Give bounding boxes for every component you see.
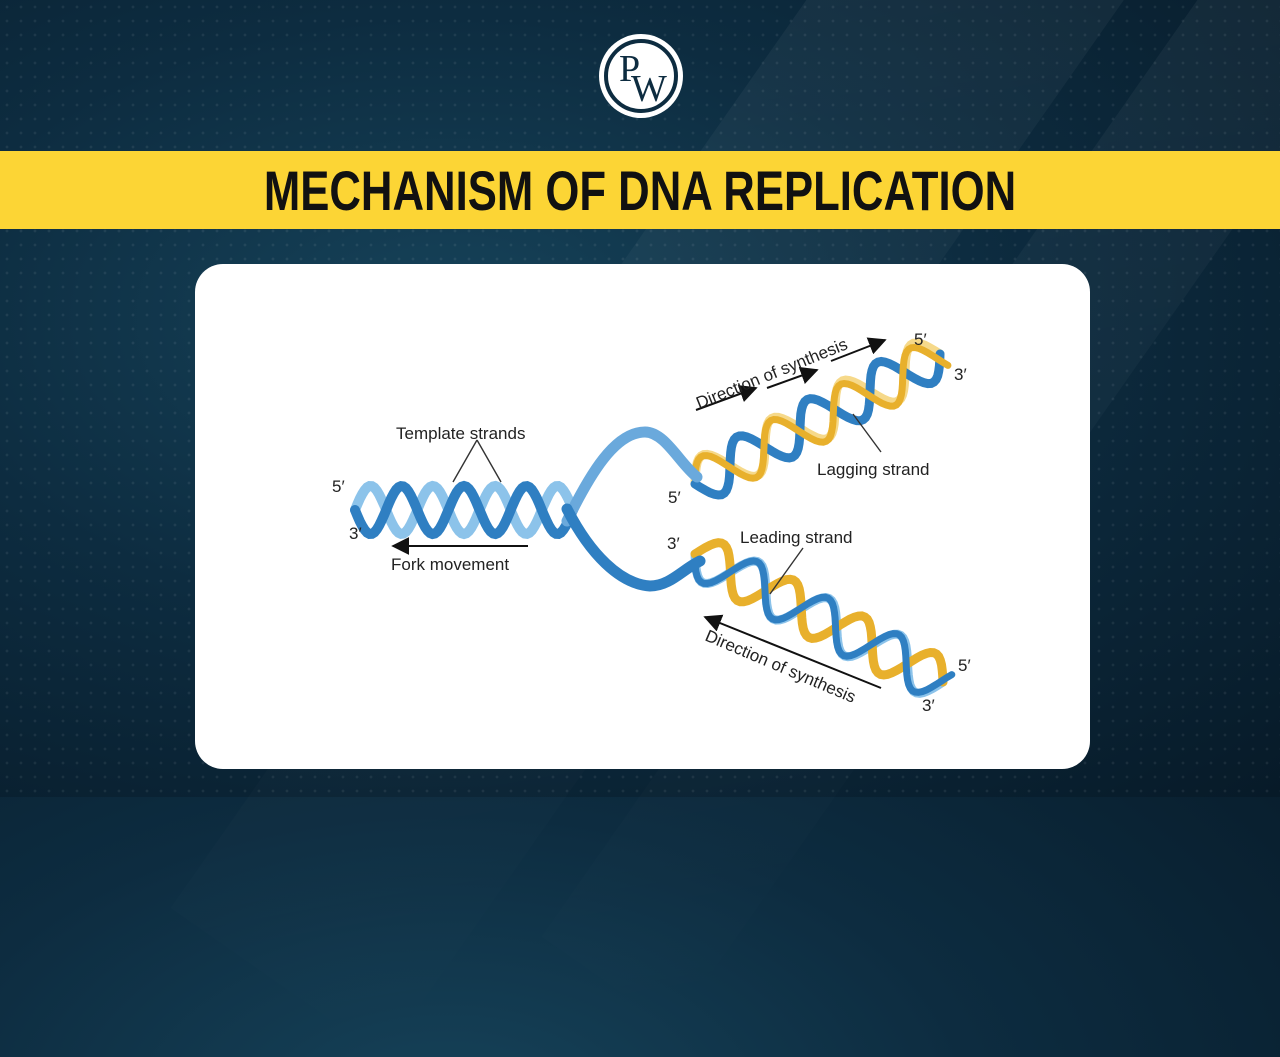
leading-new-strand — [690, 538, 948, 687]
synthesis-arrow-top-1 — [695, 385, 758, 411]
label-fork-movement: Fork movement — [391, 555, 509, 574]
fork-lower-blue-strand — [561, 503, 706, 592]
end-label-upper-5-start: 5′ — [668, 488, 681, 507]
parental-template-strand — [350, 480, 578, 540]
end-label-upper-5-end: 5′ — [914, 330, 927, 349]
page-title: MECHANISM OF DNA REPLICATION — [263, 158, 1017, 222]
title-banner: MECHANISM OF DNA REPLICATION — [0, 151, 1280, 229]
label-lagging-strand: Lagging strand — [817, 460, 929, 479]
label-template-strands: Template strands — [396, 424, 525, 443]
diagram-card: Template strands Fork movement Direction… — [195, 264, 1090, 769]
pw-logo: P W — [599, 34, 683, 118]
dna-replication-diagram: Template strands Fork movement Direction… — [332, 330, 971, 715]
upper-template-strand — [690, 349, 945, 500]
parental-template-strand-light — [350, 480, 578, 540]
end-label-lower-3-end: 3′ — [922, 696, 935, 715]
end-label-lower-3-start: 3′ — [667, 534, 680, 553]
end-label-upper-3-end: 3′ — [954, 365, 967, 384]
fork-upper-blue-strand — [561, 426, 703, 527]
lagging-new-strand — [691, 343, 952, 482]
synthesis-arrow-top-2 — [766, 367, 819, 389]
lower-template-strand — [691, 557, 956, 696]
helix-group — [350, 338, 956, 698]
label-leading-strand: Leading strand — [740, 528, 852, 547]
end-label-left-5: 5′ — [332, 477, 345, 496]
logo-letter-w: W — [631, 68, 667, 110]
logo-ring — [604, 39, 678, 113]
end-label-left-3: 3′ — [349, 524, 362, 543]
lagging-strand-pointer — [852, 413, 882, 453]
end-label-lower-5-end: 5′ — [958, 656, 971, 675]
template-strands-pointer — [452, 439, 502, 483]
synthesis-arrow-bottom — [703, 614, 882, 689]
synthesis-arrow-top-3 — [830, 337, 887, 362]
leading-strand-pointer — [769, 547, 804, 595]
logo-letter-p: P — [619, 48, 641, 90]
